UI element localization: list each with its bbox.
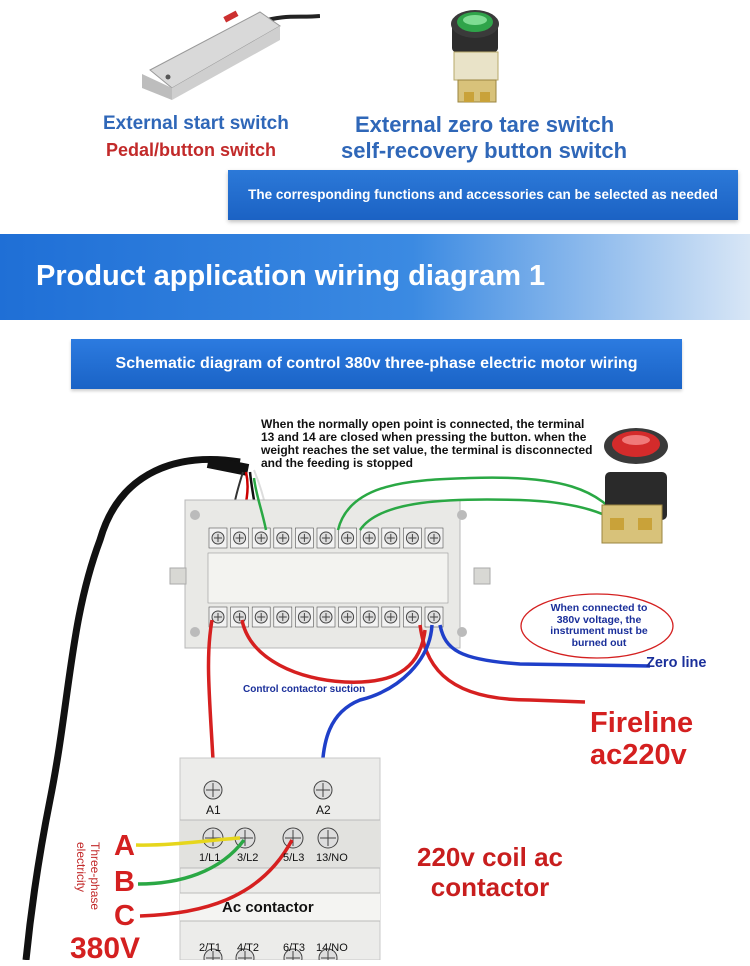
main-cable [22, 456, 241, 960]
fireline-line2: ac220v [590, 739, 687, 771]
coil-line2: contactor [430, 872, 550, 902]
control-contactor-label: Control contactor suction [243, 684, 366, 695]
zero-tare-label: External zero tare switch [355, 112, 615, 137]
terminal-label-t1: 2/T1 [199, 942, 222, 954]
start-switch-label: External start switch [103, 113, 289, 134]
terminal-label-a1: A1 [206, 803, 221, 817]
accessories-banner: The corresponding functions and accessor… [228, 170, 738, 220]
coil-contactor-label: 220v coil ac contactor [400, 842, 580, 902]
terminal-label-l3: 5/L3 [283, 852, 305, 864]
contactor-title: Ac contactor [222, 899, 314, 916]
phase-b-label: B [114, 866, 135, 898]
self-recovery-label: self-recovery button switch [341, 138, 628, 163]
coil-line1: 220v coil ac [417, 842, 563, 872]
terminal-label-l1: 1/L1 [199, 852, 221, 864]
voltage-label: 380V [70, 932, 141, 965]
tare-button-image [451, 10, 499, 103]
red-button-image [601, 428, 668, 544]
terminal-label-l2: 3/L2 [237, 852, 259, 864]
phase-c-label: C [114, 900, 135, 932]
zero-line-label: Zero line [646, 655, 707, 671]
warning-ellipse [520, 593, 674, 659]
section-title: Product application wiring diagram 1 [36, 260, 546, 292]
terminal-label-t2: 4/T2 [237, 942, 260, 954]
terminal-label-t3: 6/T3 [283, 942, 306, 954]
phase-a-label: A [114, 830, 135, 862]
section-subtitle: Schematic diagram of control 380v three-… [71, 339, 682, 389]
weighing-controller [169, 499, 491, 649]
terminal-label-a2: A2 [316, 803, 331, 817]
wiring-diagram [22, 428, 674, 960]
ac-contactor [179, 757, 381, 960]
pedal-switch-label: Pedal/button switch [106, 140, 277, 160]
normally-open-note: When the normally open point is connecte… [261, 417, 593, 470]
section-title-banner: Product application wiring diagram 1 [0, 234, 750, 320]
three-phase-label: Three-phase electricity [74, 842, 102, 911]
burn-out-warning: When connected to 380v voltage, the inst… [550, 602, 648, 649]
fireline-line1: Fireline [590, 707, 694, 739]
pedal-switch-image [142, 10, 320, 100]
terminal-label-14no: 14/NO [316, 942, 348, 954]
terminal-label-13no: 13/NO [316, 852, 348, 864]
fireline-label: Fireline ac220v [590, 707, 693, 771]
